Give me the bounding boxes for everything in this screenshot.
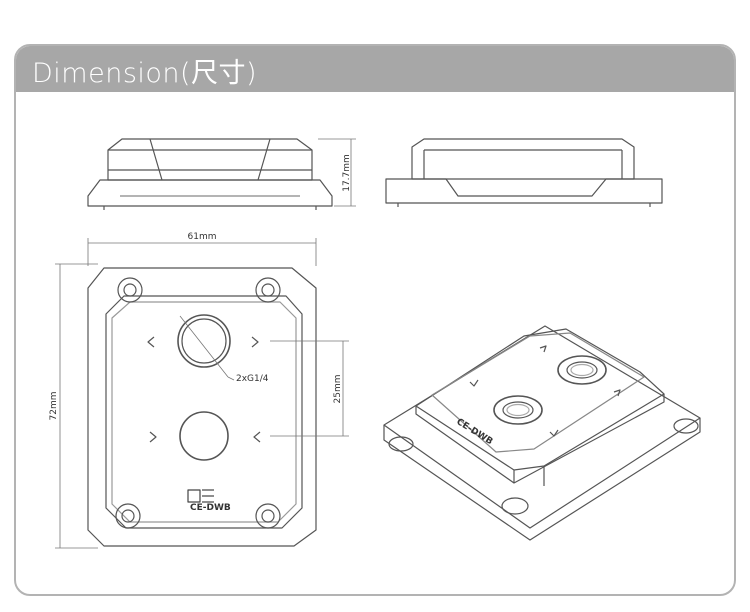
plan-view [55, 238, 349, 549]
isometric-view [383, 325, 701, 541]
logo-mark [187, 489, 214, 503]
dimension-panel: Dimension(尺寸) [14, 44, 736, 596]
length-dimension-label: 72mm [49, 392, 59, 421]
width-dimension-label: 61mm [188, 232, 217, 242]
port-spacing-label: 25mm [333, 375, 343, 404]
side-elevation-view [385, 138, 663, 207]
logo-text: CE-DWB [190, 503, 231, 513]
iso-logo-text: CE-DWB [454, 417, 494, 447]
front-elevation-view [87, 138, 356, 210]
height-dimension-label: 17.7mm [342, 154, 352, 192]
panel-title: Dimension(尺寸) [32, 58, 258, 89]
thread-label: 2xG1/4 [236, 374, 269, 384]
panel-header: Dimension(尺寸) [16, 46, 734, 92]
